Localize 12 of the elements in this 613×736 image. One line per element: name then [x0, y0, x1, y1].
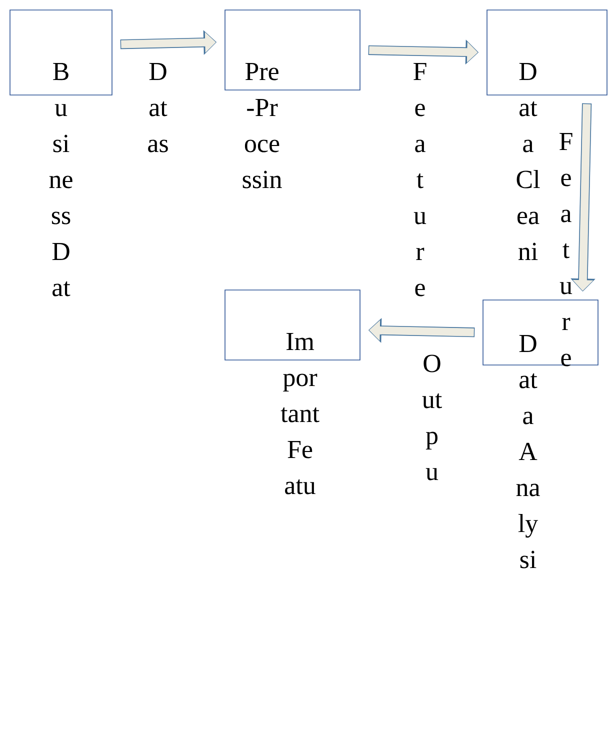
edge-label: Feature — [560, 132, 572, 366]
node-label: ata Cleani — [516, 101, 540, 260]
process-box: Important Featu — [224, 290, 360, 494]
process-box: Pre-Processin — [224, 10, 360, 188]
edge-label: Outpu — [422, 354, 442, 480]
node-label: ata Analysi — [516, 373, 540, 568]
process-box: Business Dat — [10, 10, 112, 296]
edge-label: Datas — [148, 62, 168, 152]
node-label: portant Featu — [280, 374, 320, 494]
node-label: -Processin — [242, 98, 282, 188]
node-label: usiness Dat — [49, 104, 72, 296]
edge-label: Feature — [414, 62, 426, 296]
